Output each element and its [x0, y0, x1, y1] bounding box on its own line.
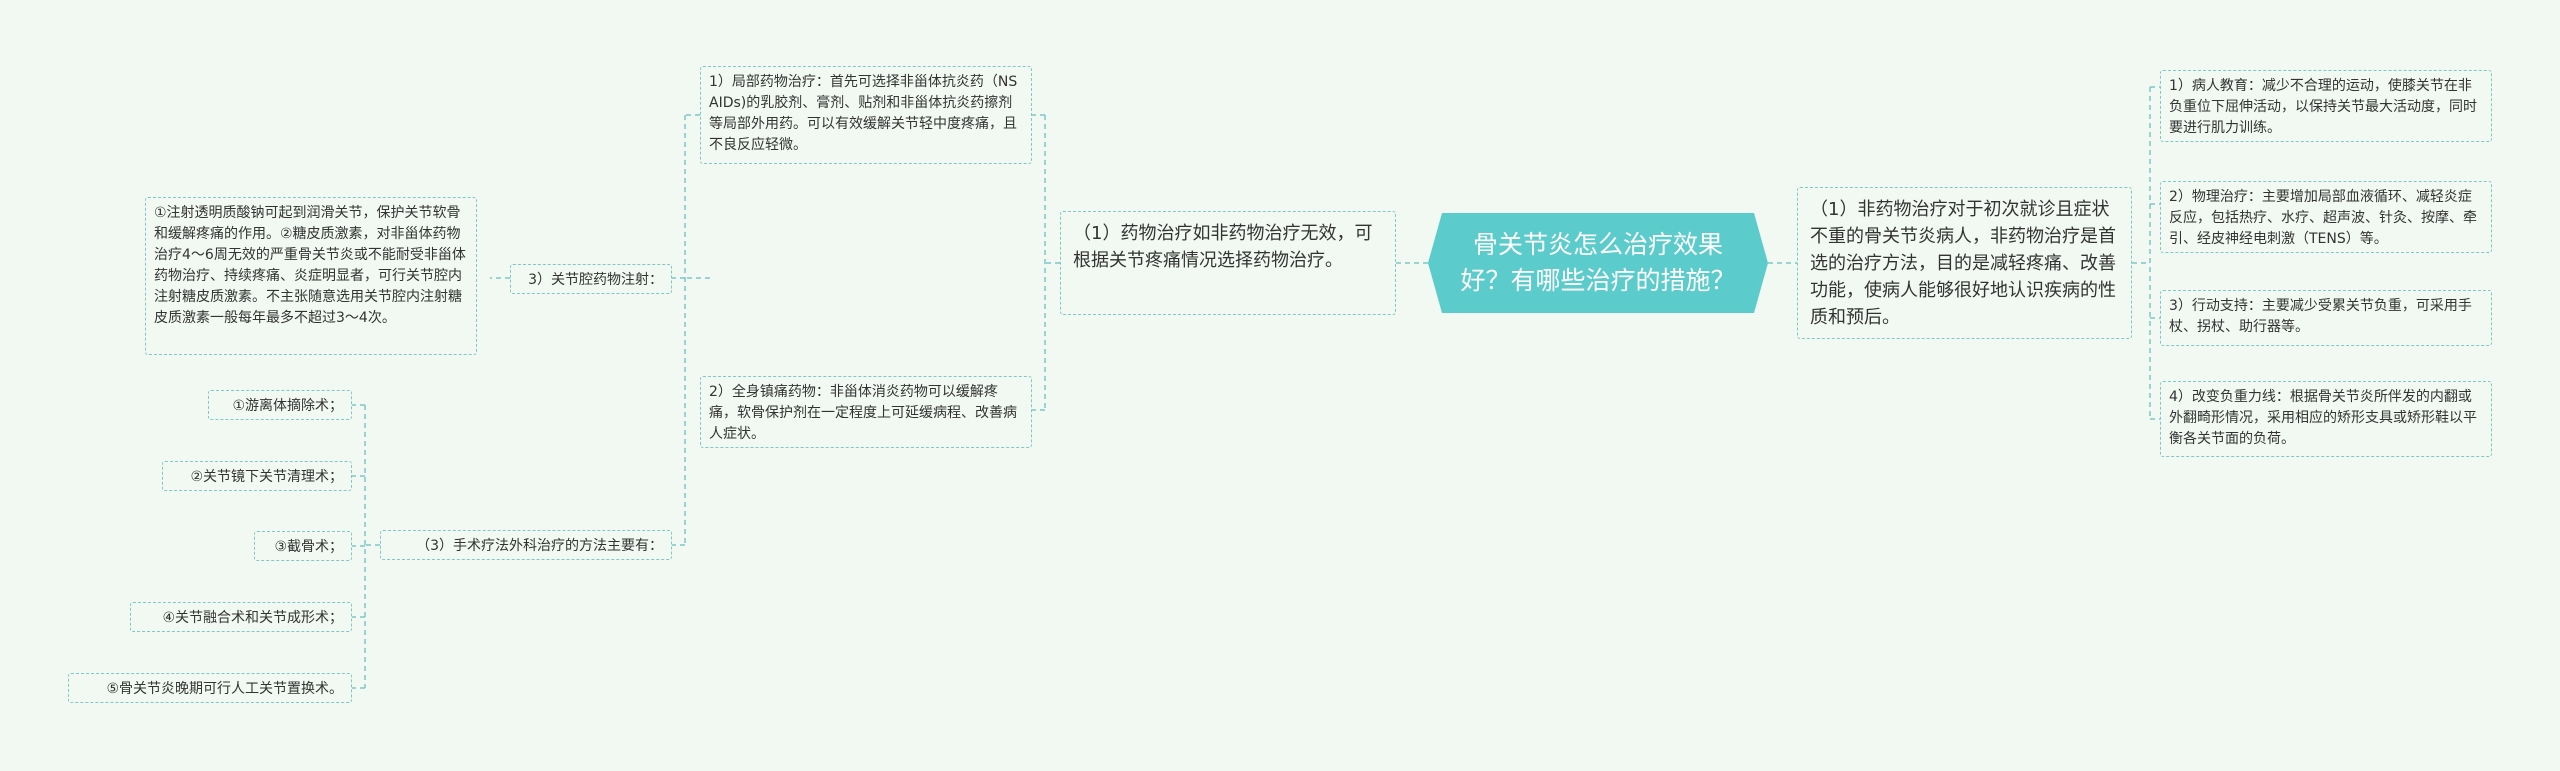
root-topic[interactable]: 骨关节炎怎么治疗效果好？有哪些治疗的措施？ — [1428, 213, 1768, 313]
link-surgery-items — [352, 404, 380, 689]
surgery-item[interactable]: ③截骨术； — [254, 531, 352, 561]
injection-detail-node[interactable]: ①注射透明质酸钠可起到润滑关节，保护关节软骨和缓解疼痛的作用。②糖皮质激素，对非… — [145, 197, 477, 355]
link-left-spine — [684, 115, 710, 545]
surgery-item[interactable]: ②关节镜下关节清理术； — [162, 461, 352, 491]
link-nondrug-children — [2132, 86, 2160, 420]
local-drug-node[interactable]: 1）局部药物治疗：首先可选择非甾体抗炎药（NSAIDs)的乳胶剂、膏剂、贴剂和非… — [700, 66, 1032, 164]
weight-line-node[interactable]: 4）改变负重力线：根据骨关节炎所伴发的内翻或外翻畸形情况，采用相应的矫形支具或矫… — [2160, 381, 2492, 457]
systemic-drug-node[interactable]: 2）全身镇痛药物：非甾体消炎药物可以缓解疼痛，软骨保护剂在一定程度上可延缓病程、… — [700, 376, 1032, 448]
surgery-item[interactable]: ④关节融合术和关节成形术； — [130, 602, 352, 632]
drug-therapy-node[interactable]: （1）药物治疗如非药物治疗无效，可根据关节疼痛情况选择药物治疗。 — [1060, 211, 1396, 315]
link-spine-branches — [672, 277, 685, 546]
surgery-item[interactable]: ⑤骨关节炎晚期可行人工关节置换术。 — [68, 673, 352, 703]
nondrug-therapy-node[interactable]: （1）非药物治疗对于初次就诊且症状不重的骨关节炎病人，非药物治疗是首选的治疗方法… — [1797, 187, 2132, 339]
injection-node[interactable]: 3）关节腔药物注射： — [510, 264, 672, 294]
root-topic-label: 骨关节炎怎么治疗效果好？有哪些治疗的措施？ — [1460, 230, 1736, 295]
link-drug-children — [1032, 114, 1060, 411]
surgery-node[interactable]: （3）手术疗法外科治疗的方法主要有： — [380, 530, 672, 560]
mobility-support-node[interactable]: 3）行动支持：主要减少受累关节负重，可采用手杖、拐杖、助行器等。 — [2160, 290, 2492, 346]
patient-education-node[interactable]: 1）病人教育：减少不合理的运动，使膝关节在非负重位下屈伸活动，以保持关节最大活动… — [2160, 70, 2492, 142]
physical-therapy-node[interactable]: 2）物理治疗：主要增加局部血液循环、减轻炎症反应，包括热疗、水疗、超声波、针灸、… — [2160, 181, 2492, 253]
surgery-item[interactable]: ①游离体摘除术； — [208, 390, 352, 420]
